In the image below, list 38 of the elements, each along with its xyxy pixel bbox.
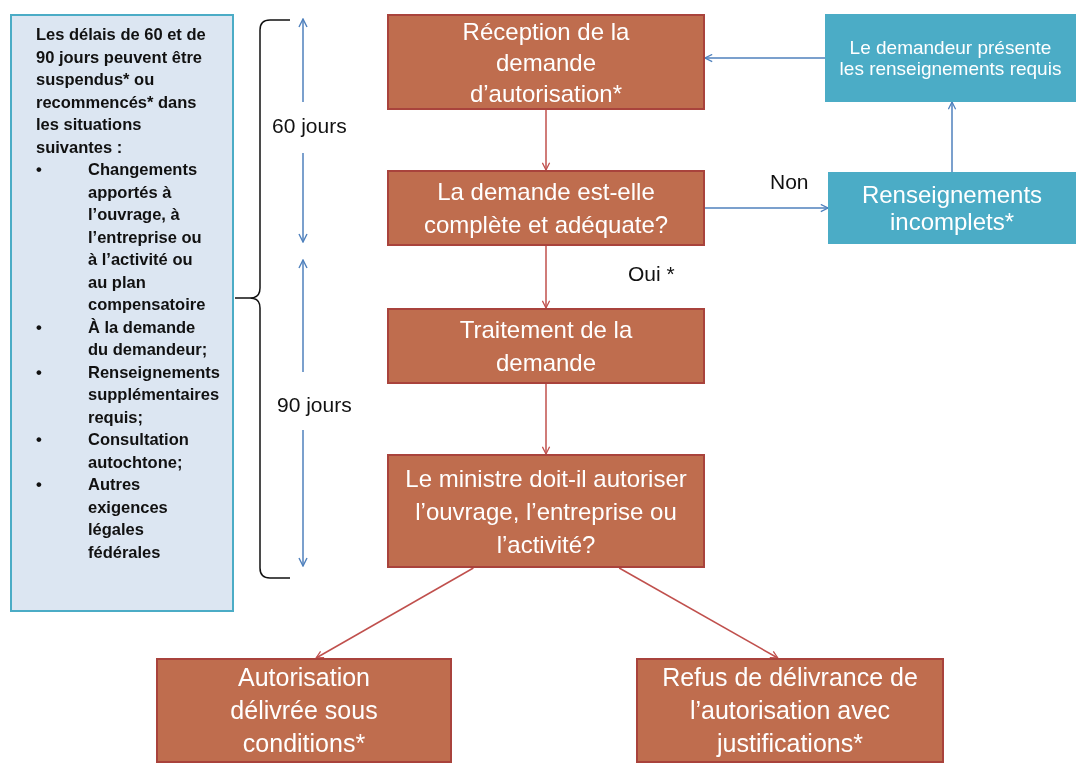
arrow <box>704 203 829 213</box>
box-label: Traitement de la demande <box>458 315 634 378</box>
note-panel <box>10 14 234 612</box>
box-label: Le ministre doit-il autoriser l’ouvrage, l’entreprise ou l’activité? <box>404 463 688 560</box>
box-label: Le demandeur présente les renseignements requis <box>838 37 1063 79</box>
bullet: • <box>36 429 42 450</box>
list-item: Autres exigences légales fédérales <box>88 474 169 563</box>
box-label: Autorisation délivrée sous conditions* <box>229 662 379 759</box>
bullet: • <box>36 316 42 338</box>
list-item: Changements apportés à l’ouvrage, à l’entreprise ou à l’activité ou au plan compensatoire <box>88 159 207 315</box>
bullet: • <box>36 361 42 383</box>
process-box <box>387 308 705 384</box>
arrow <box>541 109 551 171</box>
duration-label: 60 jours <box>272 114 347 138</box>
box-label: Réception de la demande d’autorisation* <box>461 16 631 109</box>
arrow <box>618 567 779 659</box>
list-item: À la demande du demandeur; <box>88 316 209 360</box>
process-box <box>636 658 944 763</box>
bullet: • <box>36 159 42 180</box>
process-box <box>828 172 1076 244</box>
process-box <box>387 170 705 246</box>
arrow <box>541 383 551 455</box>
arrow <box>704 53 826 63</box>
process-box <box>156 658 452 763</box>
process-box <box>387 454 705 568</box>
box-label: Renseignements incomplets* <box>860 181 1044 235</box>
box-label: La demande est-elle complète et adéquate? <box>422 177 670 240</box>
list-item: Renseignements supplémentaires requis; <box>88 361 221 428</box>
arrow <box>541 245 551 309</box>
arrow <box>947 101 957 173</box>
bullet: • <box>36 474 42 495</box>
process-box <box>825 14 1076 102</box>
note-text: Les délais de 60 et de 90 jours peuvent être suspendus* ou recommencés* dans les situations suivantes : <box>36 24 207 158</box>
box-label: Refus de délivrance de l’autorisation avec justifications* <box>661 662 919 759</box>
list-item: Consultation autochtone; <box>88 429 190 473</box>
duration-label: 90 jours <box>277 393 352 417</box>
arrow <box>315 567 475 659</box>
process-box <box>387 14 705 110</box>
